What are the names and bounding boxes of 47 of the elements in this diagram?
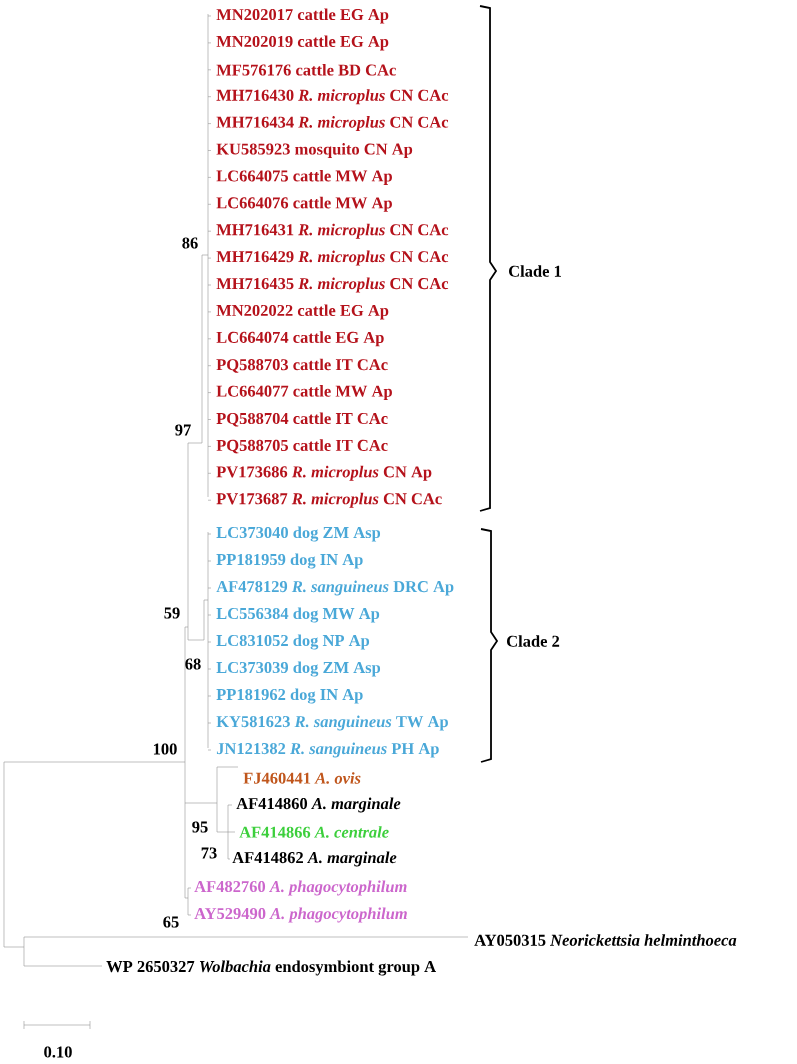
taxon-label: AY050315 Neorickettsia helminthoeca [474,934,737,946]
taxon-label: MN202017 cattle EG Ap [216,8,389,24]
taxon-label: JN121382 R. sanguineus PH Ap [216,742,439,758]
taxon-label: PP181962 dog IN Ap [216,688,363,704]
taxon-label: PQ588703 cattle IT CAc [216,358,388,373]
taxon-label: LC664076 cattle MW Ap [216,196,392,212]
clade-label: Clade 1 [509,265,561,277]
taxon-label: AF478129 R. sanguineus DRC Ap [216,580,454,596]
taxon-label: LC664075 cattle MW Ap [216,169,392,185]
taxon-label: MN202022 cattle EG Ap [216,304,389,320]
taxon-label: LC664077 cattle MW Ap [216,385,392,401]
taxon-label: MH716430 R. microplus CN CAc [216,89,449,105]
taxon-label: AF414866 A. centrale [239,826,389,838]
taxon-label: PP181959 dog IN Ap [216,553,363,569]
bootstrap-value: 95 [192,821,208,833]
taxon-label: LC373040 dog ZM Asp [216,526,381,542]
bootstrap-value: 97 [175,424,191,436]
taxon-label: KY581623 R. sanguineus TW Ap [216,715,448,731]
taxon-label: PV173686 R. microplus CN Ap [216,465,432,481]
bootstrap-value: 100 [153,743,177,755]
bootstrap-value: 86 [182,237,198,249]
taxon-label: LC831052 dog NP Ap [216,634,370,650]
taxon-label: PV173687 R. microplus CN CAc [216,492,442,508]
taxon-label: AF414860 A. marginale [236,797,401,813]
taxon-label: PQ588704 cattle IT CAc [216,412,388,427]
taxon-label: PQ588705 cattle IT CAc [216,439,388,454]
taxon-label: MF576176 cattle BD CAc [216,64,396,76]
bootstrap-value: 65 [163,916,179,928]
scale-label: 0.10 [44,1046,72,1058]
taxon-label: MH716434 R. microplus CN CAc [216,116,449,132]
taxon-label: KU585923 mosquito CN Ap [216,143,413,158]
bootstrap-value: 68 [185,658,201,670]
taxon-label: LC556384 dog MW Ap [216,607,380,623]
taxon-label: MH716431 R. microplus CN CAc [216,223,449,239]
clade-label: Clade 2 [507,635,560,647]
taxon-label: MN202019 cattle EG Ap [216,35,389,51]
taxon-label: MH716435 R. microplus CN CAc [216,277,449,293]
taxon-label: AF482760 A. phagocytophilum [194,880,407,896]
taxon-label: LC664074 cattle EG Ap [216,331,384,347]
taxon-label: FJ460441 A. ovis [243,772,361,784]
bootstrap-value: 73 [201,847,217,859]
taxon-label: MH716429 R. microplus CN CAc [216,250,449,266]
taxon-label: LC373039 dog ZM Asp [216,661,381,677]
taxon-label: AF414862 A. marginale [232,851,397,867]
taxon-label: WP 2650327 Wolbachia endosymbiont group A [106,960,436,976]
taxon-label: AY529490 A. phagocytophilum [194,907,407,923]
bootstrap-value: 59 [164,607,180,619]
